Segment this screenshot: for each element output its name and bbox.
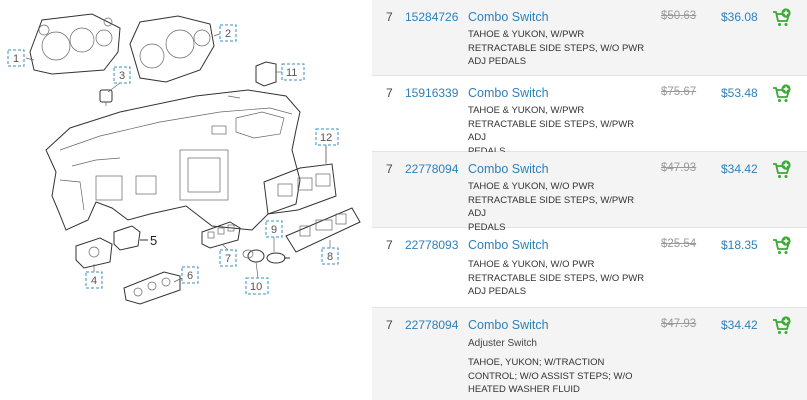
part-name-link[interactable]: Combo Switch [468,10,549,24]
part-description: TAHOE & YUKON, W/O PWR RETRACTABLE SIDE … [468,180,653,234]
part-description: TAHOE, YUKON; W/TRACTION CONTROL; W/O AS… [468,356,653,397]
add-to-cart-icon[interactable] [772,236,792,256]
callout-label-9: 9 [271,224,277,236]
part-number-link[interactable]: 22778093 [405,238,459,252]
callout-10[interactable]: 10 [245,277,269,295]
part-row: 7 15916339 Combo Switch TAHOE & YUKON, W… [372,76,807,157]
part-name-link[interactable]: Combo Switch [468,162,549,176]
callout-6[interactable]: 6 [181,266,199,284]
part-description-line: RETRACTABLE SIDE STEPS, W/O PWR [468,42,645,54]
parts-list: 7 15284726 Combo Switch TAHOE & YUKON, W… [372,0,807,400]
climate-control-illustration-8 [285,207,361,253]
add-to-cart-icon[interactable] [772,160,792,180]
part-description-line: RETRACTABLE SIDE STEPS, W/O PWR [468,272,645,284]
part-description-line: TAHOE & YUKON, W/O PWR [468,259,595,270]
callout-3[interactable]: 3 [113,66,131,84]
callout-2[interactable]: 2 [219,24,237,42]
part-row: 7 22778094 Combo Switch TAHOE & YUKON, W… [372,152,807,233]
part-number-link[interactable]: 22778094 [405,162,459,176]
callout-label-12: 12 [320,132,332,144]
part-description-line: ADJ PEDALS [468,56,527,67]
callout-label-4: 4 [91,275,97,287]
part-illustration-10 [242,249,265,263]
part-description-line: CONTROL; W/O ASSIST STEPS; W/O [468,370,633,382]
part-description-line: TAHOE & YUKON, W/PWR [468,105,585,116]
callout-12[interactable]: 12 [315,128,339,146]
parts-diagram: 1 2 3 11 12 4 5 6 7 [0,0,372,400]
part-description: TAHOE & YUKON, W/O PWR RETRACTABLE SIDE … [468,258,653,299]
part-qty: 7 [386,10,393,24]
part-description-line: PEDALS [468,221,506,233]
callout-label-1: 1 [13,53,19,65]
part-row: 7 15284726 Combo Switch TAHOE & YUKON, W… [372,0,807,76]
sale-price: $34.42 [721,318,758,332]
part-qty: 7 [386,162,393,176]
part-row: 7 22778094 Combo Switch Adjuster Switch … [372,308,807,400]
sale-price: $53.48 [721,86,758,100]
part-subtitle: Adjuster Switch [468,338,537,349]
part-description-line: TAHOE & YUKON, W/O PWR [468,181,595,192]
instrument-panel-illustration [45,89,301,231]
callout-label-2: 2 [225,28,231,40]
leader-lines [25,32,331,283]
msrp-price: $25.54 [661,238,697,250]
combo-switch-illustration-7 [201,221,241,249]
part-description-line: PEDALS [468,145,506,157]
part-qty: 7 [386,86,393,100]
callout-label-8: 8 [327,251,333,263]
callout-11[interactable]: 11 [281,63,305,81]
part-description-line: HEATED WASHER FLUID [468,384,580,395]
msrp-price: $75.67 [661,86,697,98]
sale-price: $36.08 [721,10,758,24]
part-number-link[interactable]: 15916339 [405,86,459,100]
part-description-line: RETRACTABLE SIDE STEPS, W/PWR ADJ [468,118,635,144]
part-description-line: TAHOE & YUKON, W/PWR [468,29,585,40]
part-description-line: ADJ PEDALS [468,286,527,297]
switch-panel-illustration-6 [123,271,181,305]
part-qty: 7 [386,318,393,332]
msrp-price: $47.93 [661,318,697,330]
part-description-line: TAHOE, YUKON; W/TRACTION [468,357,605,368]
part-name-link[interactable]: Combo Switch [468,238,549,252]
instrument-cluster-bezel-illustration [29,13,121,75]
part-number-link[interactable]: 15284726 [405,10,459,24]
add-to-cart-icon[interactable] [772,84,792,104]
switch-illustration-4 [75,237,113,269]
callout-4[interactable]: 4 [85,271,103,289]
callout-9[interactable]: 9 [265,220,283,238]
add-to-cart-icon[interactable] [772,8,792,28]
sale-price: $18.35 [721,238,758,252]
callout-label-6: 6 [187,270,193,282]
part-name-link[interactable]: Combo Switch [468,318,549,332]
switch-illustration-11 [255,61,277,87]
callout-label-7: 7 [225,253,231,265]
callout-1[interactable]: 1 [7,49,25,67]
part-row: 7 22778093 Combo Switch TAHOE & YUKON, W… [372,228,807,308]
part-description: TAHOE & YUKON, W/PWR RETRACTABLE SIDE ST… [468,104,653,158]
part-name-link[interactable]: Combo Switch [468,86,549,100]
part-illustration-9 [266,252,290,264]
callout-label-5: 5 [150,233,157,248]
msrp-price: $50.63 [661,10,697,22]
msrp-price: $47.93 [661,162,697,174]
part-description: TAHOE & YUKON, W/PWR RETRACTABLE SIDE ST… [468,28,653,69]
part-number-link[interactable]: 22778094 [405,318,459,332]
cluster-lens-illustration [129,15,215,83]
part-description-line: RETRACTABLE SIDE STEPS, W/PWR ADJ [468,194,635,220]
callout-label-3: 3 [119,70,125,82]
dashboard-exploded-diagram: 1 2 3 11 12 4 5 6 7 [7,13,361,305]
sale-price: $34.42 [721,162,758,176]
callout-label-11: 11 [286,67,297,79]
knob-illustration [99,89,113,106]
callout-label-10: 10 [250,281,262,293]
callout-7[interactable]: 7 [219,249,237,267]
part-qty: 7 [386,238,393,252]
add-to-cart-icon[interactable] [772,316,792,336]
callout-8[interactable]: 8 [321,247,339,265]
switch-illustration-5 [113,225,148,251]
faceplate-illustration-12 [263,146,337,215]
callout-5[interactable]: 5 [150,233,157,248]
